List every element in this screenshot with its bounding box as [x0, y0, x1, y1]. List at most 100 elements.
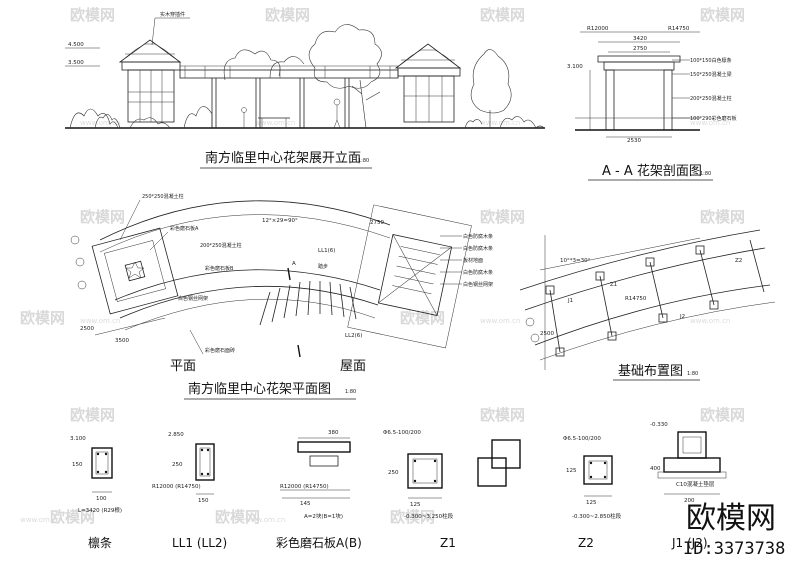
- footing-j1: [545, 285, 555, 295]
- section-outline: [91, 447, 113, 479]
- detail-column-z2: Φ6.5-100/200 125 125 -0.300~2.850柱段 Z2: [563, 436, 622, 550]
- watermark-logo: 欧模网: [80, 208, 125, 226]
- plan-arc: [99, 200, 391, 241]
- plan-left-pavilion: [91, 227, 179, 315]
- found-angle: 10°*3=30°: [560, 258, 591, 264]
- axis-bubble: [70, 235, 80, 245]
- detail-footing-j1: -0.330 400 200 C10混凝土垫层 J1 (J2): [650, 422, 727, 550]
- footing-j1: [555, 347, 565, 357]
- watermark-site: www.om.cn: [255, 119, 295, 127]
- background-watermarks: 欧模网 欧模网 欧模网 欧模网 欧模网 欧模网 欧模网 欧模网 欧模网 欧模网 …: [20, 6, 745, 526]
- section-note: 100*290彩色磨石板: [690, 115, 737, 122]
- beam: [603, 61, 675, 71]
- level-label: 4.500: [68, 42, 84, 48]
- detail-dim: 125: [586, 500, 597, 506]
- found-tag: Z2: [735, 258, 742, 264]
- foundation-drawing: 10°*3=30° 2500 R14750 J1 J2 Z1 Z2: [519, 229, 776, 370]
- plan-dim: 2500: [80, 326, 94, 332]
- section-drawing: R12000 R14750 3420 2750 3.100 2530 100*1…: [567, 26, 737, 144]
- watermark-logo: 欧模网: [480, 208, 525, 226]
- pergola-frame: [179, 65, 399, 128]
- section-title: A - A 花架剖面图: [602, 163, 702, 179]
- dim-label: 2750: [633, 46, 647, 52]
- watermark-logo: 欧模网: [215, 508, 260, 526]
- detail-foot: -0.300~3.250柱段: [404, 512, 454, 520]
- plan-left-label: 平面: [170, 359, 196, 374]
- detail-purlin: 3.100 150 100 L=3420 (R29根) 檩条: [70, 436, 122, 550]
- dim-label: 2530: [627, 138, 641, 144]
- watermark-logo: 欧模网: [20, 309, 65, 327]
- plan-drawing: A 250*250混凝土柱 彩色磨石板A 200*250混凝土柱 彩色磨石板B …: [70, 193, 493, 358]
- elevation-title: 南方临里中心花架展开立面: [205, 150, 361, 166]
- plan-roof-note: 白色防腐木条: [463, 245, 493, 252]
- footing-j2: [709, 300, 719, 310]
- plan-note: 250*250混凝土柱: [142, 193, 184, 200]
- detail-beam: 2.850 250 150 R12000 (R14750) LL1 (LL2): [152, 432, 227, 550]
- footing-outline: [663, 457, 721, 473]
- watermark-site: www.om.cn: [480, 317, 520, 325]
- foundation-arc: [519, 229, 761, 291]
- axis-bubble: [77, 280, 87, 290]
- watermark-site: www.om.cn: [80, 317, 120, 325]
- foundation-scale: 1:80: [687, 371, 698, 377]
- detail-dim: 125: [566, 468, 577, 474]
- detail-title: LL1 (LL2): [172, 536, 227, 550]
- detail-title: Z2: [578, 536, 594, 550]
- watermark-logo: 欧模网: [400, 309, 445, 327]
- watermark-logo: 欧模网: [700, 406, 745, 424]
- plan-step: 踏步: [318, 263, 328, 270]
- found-tag: J1: [567, 298, 573, 304]
- elevation-drawing: 4.500 3.500 实木穿插件: [65, 11, 545, 129]
- section-mark: [297, 344, 301, 358]
- detail-foot: L=3420 (R29根): [78, 506, 122, 514]
- left-pavilion: [118, 39, 182, 123]
- brand-watermark: 欧模网: [686, 501, 776, 536]
- plan-roof-note: 板材地面: [463, 257, 483, 264]
- plan-dim: 3500: [115, 338, 129, 344]
- plan-roof-note: 白色防腐木条: [463, 269, 493, 276]
- detail-dim: 150: [72, 462, 83, 468]
- detail-column-z1: Φ6.5-100/200 250 125 -0.300~3.250柱段 Z1: [383, 430, 521, 550]
- watermark-logo: 欧模网: [480, 6, 525, 24]
- watermark-logo: 欧模网: [50, 508, 95, 526]
- found-radius: R14750: [625, 296, 647, 302]
- axis-bubble: [525, 317, 535, 327]
- detail-foot: -0.300~2.850柱段: [572, 512, 622, 520]
- detail-note: 2.850: [168, 432, 184, 438]
- foundation-title: 基础布置图: [618, 364, 683, 379]
- large-tree: [308, 24, 382, 89]
- detail-title: 彩色磨石板A(B): [276, 536, 362, 550]
- section-note: 100*150白色檩条: [690, 57, 732, 64]
- person-figure: [241, 107, 247, 113]
- star-motif: [125, 261, 145, 279]
- conifer-tree: [470, 49, 512, 114]
- column-stub: [677, 431, 707, 459]
- detail-dim: 150: [198, 498, 209, 504]
- footing-j1: [595, 271, 605, 281]
- watermark-site: www.om.cn: [245, 516, 285, 524]
- detail-dim: 400: [650, 466, 661, 472]
- section-outline: [583, 455, 613, 485]
- detail-dim: 145: [300, 501, 311, 507]
- plan-note: 200*250混凝土柱: [200, 242, 242, 249]
- detail-note: 380: [328, 430, 339, 436]
- watermark-logo: 欧模网: [70, 406, 115, 424]
- plan-right-pavilion: [347, 204, 472, 349]
- detail-stone-slab: 380 R12000 (R14750) 145 A=2块(B=1块) 彩色磨石板…: [276, 430, 362, 550]
- detail-title: Z1: [440, 536, 456, 550]
- radius-label: R14750: [668, 26, 690, 32]
- watermark-logo: 欧模网: [70, 6, 115, 24]
- footing-j2: [695, 245, 705, 255]
- watermark-site: www.om.cn: [480, 119, 520, 127]
- detail-dim: 250: [388, 470, 399, 476]
- detail-note: Φ6.5-100/200: [563, 436, 601, 442]
- elevation-vegetation: [69, 24, 545, 129]
- section-outline: [195, 443, 215, 481]
- watermark-site: www.om.cn: [690, 119, 730, 127]
- column-right: [663, 69, 673, 131]
- detail-note: 3.100: [70, 436, 86, 442]
- detail-foot: R12000 (R14750): [280, 484, 329, 490]
- watermark-logo: 欧模网: [390, 508, 435, 526]
- detail-dim: 100: [96, 496, 107, 502]
